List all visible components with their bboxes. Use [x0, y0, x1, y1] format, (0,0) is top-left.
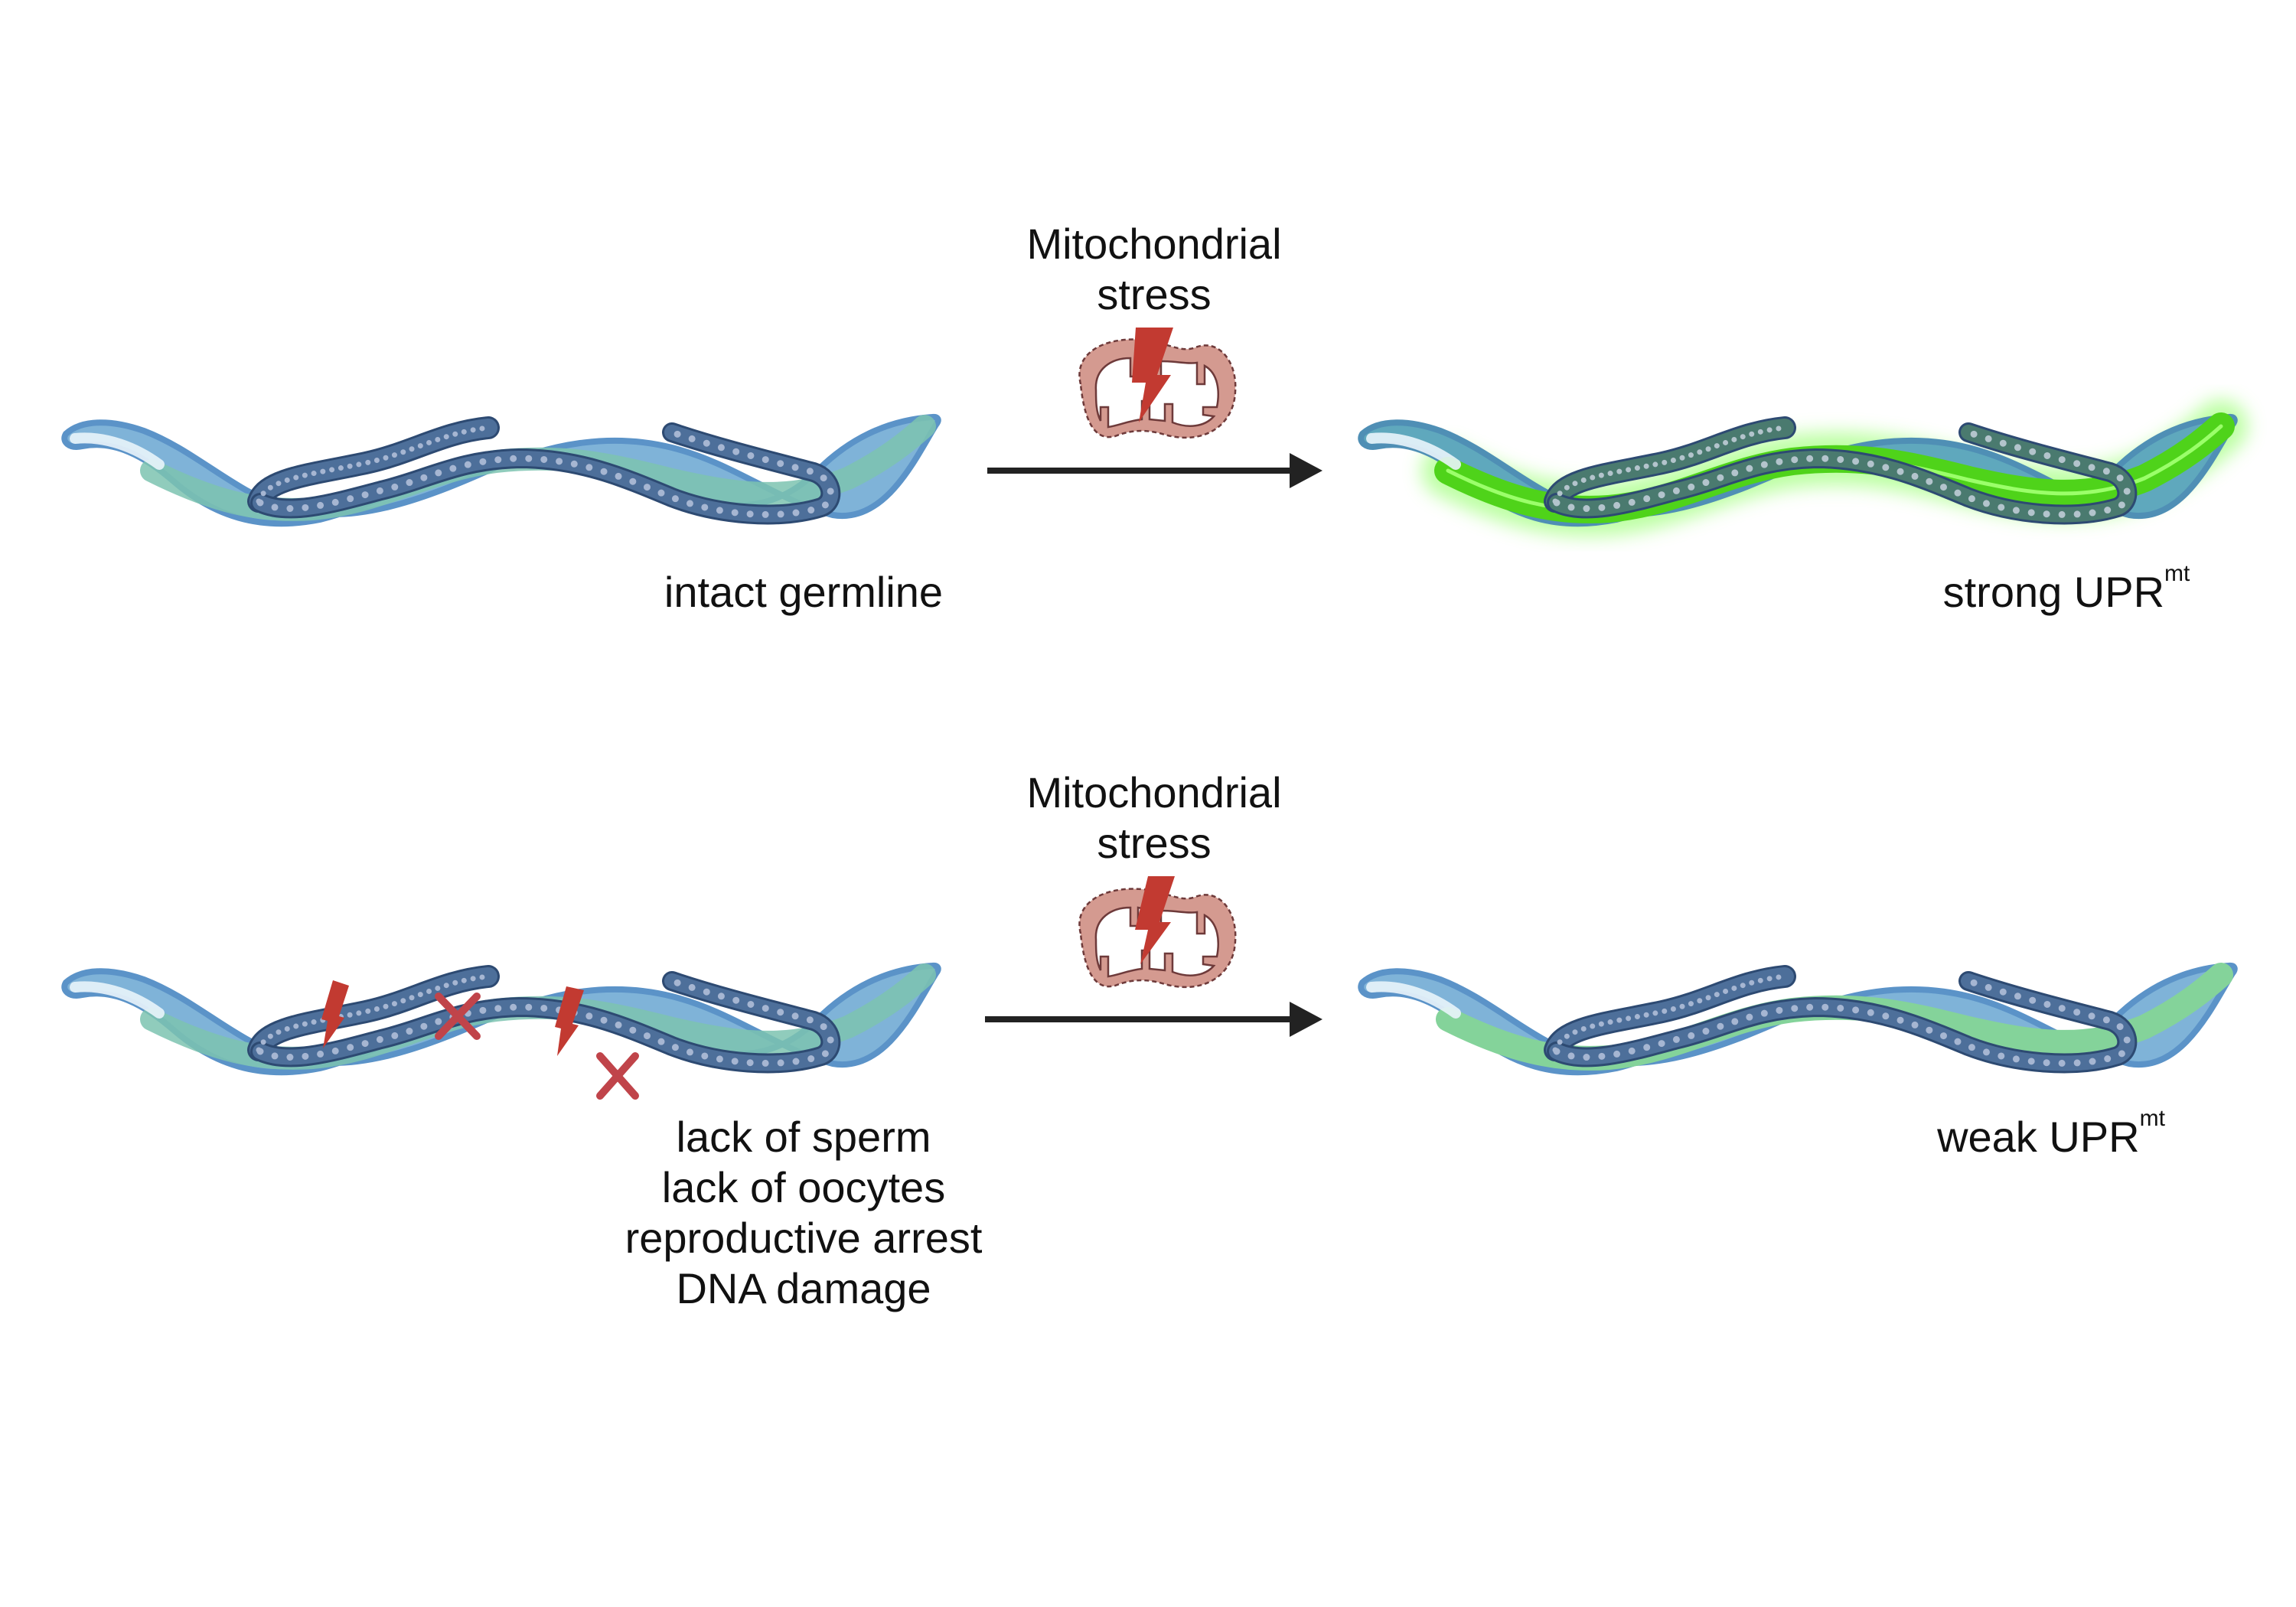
stress-label-line1: Mitochondrial [1026, 768, 1282, 817]
worm-head-highlight [70, 432, 165, 470]
worm-strong-upr [1361, 399, 2248, 536]
lightning-bolt-icon [1132, 328, 1173, 422]
lightning-bolt-icon [1135, 876, 1175, 964]
left-label-defects: lack of sperm lack of oocytes reproducti… [597, 1112, 1010, 1314]
defect-line: lack of oocytes [661, 1163, 946, 1211]
defect-line: reproductive arrest [625, 1214, 983, 1262]
left-label-line: intact germline [664, 568, 944, 616]
upr-label-sup: mt [2164, 561, 2190, 586]
stress-label-line2: stress [1097, 270, 1212, 318]
gonad [1544, 416, 2138, 525]
worm-defective-germline [64, 965, 938, 1100]
lightning-bolt-icon [555, 986, 584, 1056]
right-label-strong: strong UPRmt [1898, 562, 2235, 618]
worm-weak-upr [1361, 966, 2234, 1072]
gonad [247, 416, 841, 525]
stress-label: Mitochondrial stress [963, 219, 1345, 320]
process-arrow [985, 1002, 1322, 1037]
upr-label-main: strong UPR [1942, 568, 2165, 616]
right-label-weak: weak UPRmt [1883, 1107, 2219, 1162]
stress-label-line2: stress [1097, 819, 1212, 867]
lightning-bolt-icon [321, 980, 349, 1048]
gonad [247, 965, 841, 1074]
process-arrow [987, 453, 1322, 488]
left-label-intact: intact germline [612, 567, 995, 618]
red-x-icon [435, 993, 481, 1040]
defect-line: lack of sperm [676, 1113, 931, 1161]
upr-label-sup: mt [2139, 1106, 2165, 1131]
worm-intact-germline [64, 417, 938, 523]
defect-line: DNA damage [676, 1264, 931, 1312]
gonad [1544, 965, 2138, 1074]
stress-label-line1: Mitochondrial [1026, 220, 1282, 268]
red-x-icon [596, 1052, 639, 1100]
stress-label: Mitochondrial stress [963, 768, 1345, 869]
upr-label-main: weak UPR [1937, 1113, 2140, 1161]
